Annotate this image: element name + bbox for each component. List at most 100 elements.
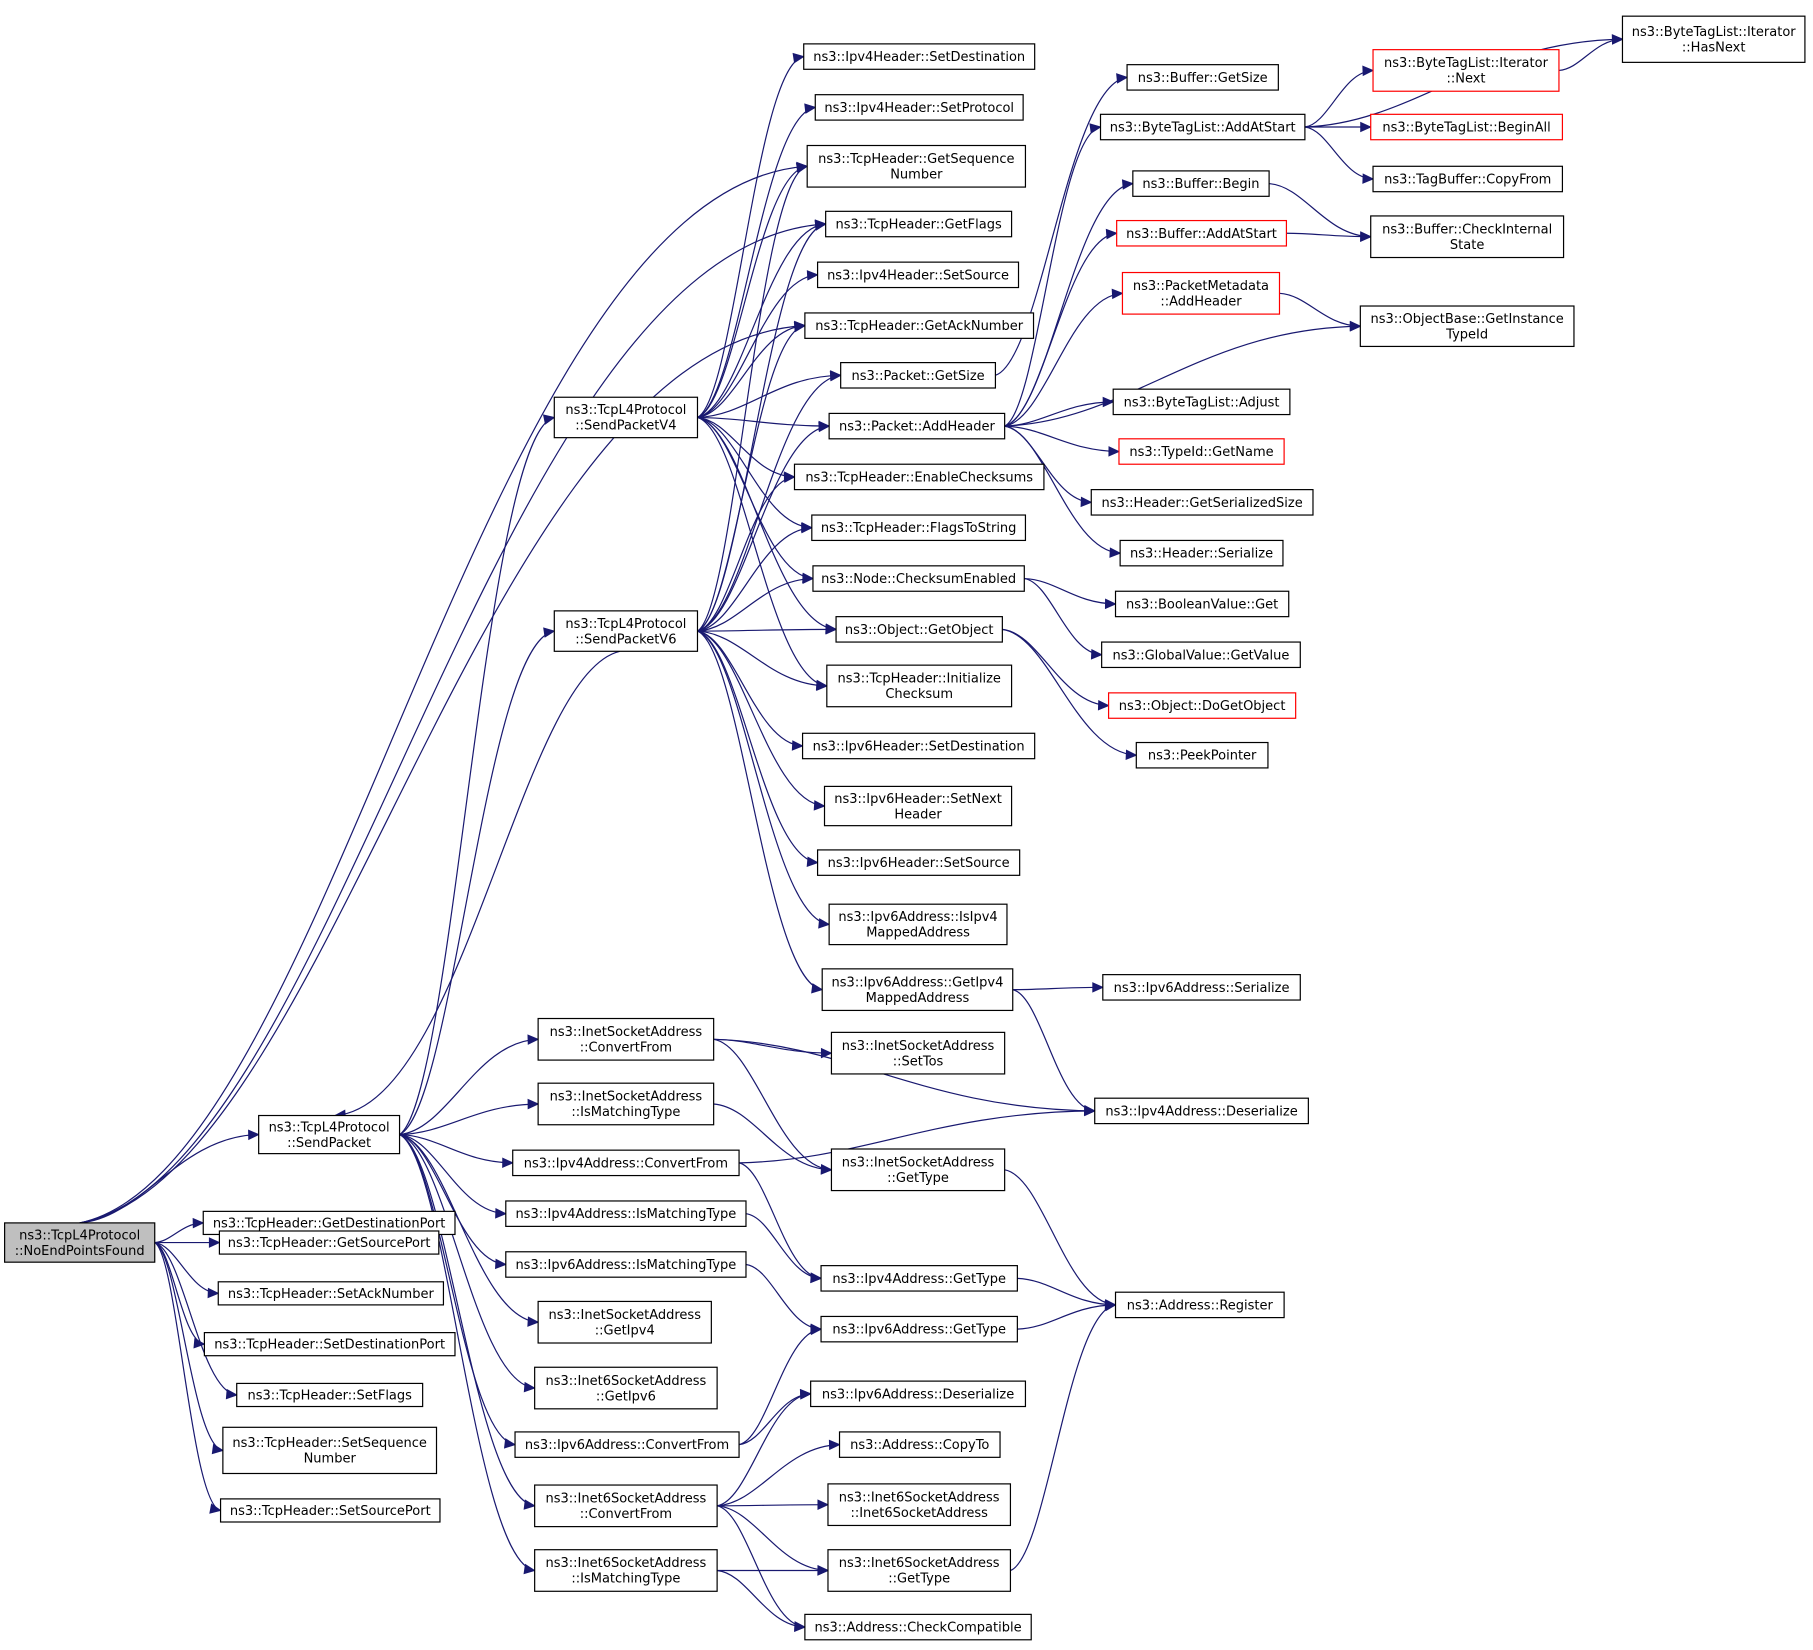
node-bool-get[interactable]: ns3::BooleanValue::Get: [1114, 590, 1290, 618]
node-flags-to-str[interactable]: ns3::TcpHeader::FlagsToString: [811, 514, 1027, 542]
node-addr-register[interactable]: ns3::Address::Register: [1114, 1291, 1285, 1319]
node-pkt-add-header[interactable]: ns3::Packet::AddHeader: [828, 412, 1006, 440]
node-ipv6-is-match[interactable]: ns3::Ipv6Address::IsMatchingType: [505, 1251, 747, 1278]
node-box: [1090, 489, 1314, 516]
node-box: [1121, 271, 1281, 315]
node-set-flags[interactable]: ns3::TcpHeader::SetFlags: [236, 1382, 424, 1408]
node-set-ack-num[interactable]: ns3::TcpHeader::SetAckNumber: [217, 1281, 445, 1306]
node-ipv6-get-type[interactable]: ns3::Ipv6Address::GetType: [820, 1315, 1018, 1343]
edge-sendPacket-to-inetIsMatch: [399, 1098, 540, 1136]
arrowhead-icon: [795, 163, 809, 174]
node-inet6-convert[interactable]: ns3::Inet6SocketAddress::ConvertFrom: [534, 1484, 718, 1528]
node-ipv4-deser[interactable]: ns3::Ipv4Address::Deserialize: [1094, 1097, 1309, 1125]
node-send-v6[interactable]: ns3::TcpL4Protocol::SendPacketV6: [553, 610, 699, 652]
node-get-dest-port[interactable]: ns3::TcpHeader::GetDestinationPort: [202, 1210, 456, 1236]
node-set-dest-port[interactable]: ns3::TcpHeader::SetDestinationPort: [203, 1332, 456, 1357]
node-inet-set-tos[interactable]: ns3::InetSocketAddress::SetTos: [830, 1031, 1006, 1075]
node-label: ns3::GlobalValue::GetValue: [1113, 648, 1290, 663]
node-addr-copy-to[interactable]: ns3::Address::CopyTo: [838, 1431, 1001, 1458]
arrowhead-icon: [783, 472, 796, 483]
node-inet6-get-ipv6[interactable]: ns3::Inet6SocketAddress::GetIpv6: [534, 1366, 718, 1410]
node-pm-add-header[interactable]: ns3::PacketMetadata::AddHeader: [1121, 271, 1281, 315]
node-btl-iter-has-next[interactable]: ns3::ByteTagList::Iterator::HasNext: [1621, 15, 1806, 63]
node-type-id-get-name[interactable]: ns3::TypeId::GetName: [1118, 438, 1285, 465]
node-ipv4-get-type[interactable]: ns3::Ipv4Address::GetType: [820, 1265, 1018, 1292]
node-label: ns3::Ipv4Header::SetDestination: [813, 50, 1025, 65]
node-inet-convert[interactable]: ns3::InetSocketAddress::ConvertFrom: [537, 1017, 715, 1061]
node-ipv6-deser[interactable]: ns3::Ipv6Address::Deserialize: [810, 1380, 1027, 1408]
node-get-flags[interactable]: ns3::TcpHeader::GetFlags: [825, 210, 1013, 238]
node-ipv4-is-match[interactable]: ns3::Ipv4Address::IsMatchingType: [505, 1200, 747, 1227]
node-tag-buf-copy-from[interactable]: ns3::TagBuffer::CopyFrom: [1372, 165, 1564, 193]
node-inet6-is-match[interactable]: ns3::Inet6SocketAddress::IsMatchingType: [534, 1549, 718, 1592]
node-buf-begin[interactable]: ns3::Buffer::Begin: [1132, 170, 1270, 197]
edge-root-to-setFlags: [154, 1241, 238, 1400]
node-btl-iter-next[interactable]: ns3::ByteTagList::Iterator::Next: [1372, 49, 1560, 92]
node-inet-get-type[interactable]: ns3::InetSocketAddress::GetType: [830, 1148, 1006, 1192]
node-box: [505, 1251, 747, 1278]
node-set-src-port[interactable]: ns3::TcpHeader::SetSourcePort: [219, 1498, 441, 1523]
node-box: [820, 1315, 1018, 1343]
node-global-get-value[interactable]: ns3::GlobalValue::GetValue: [1101, 641, 1301, 669]
edge-sendV6-to-getSeqNum: [697, 163, 809, 632]
node-label: ns3::Buffer::GetSize: [1138, 71, 1268, 86]
arrowhead-icon: [1349, 320, 1362, 332]
node-ipv4-set-dest[interactable]: ns3::Ipv4Header::SetDestination: [803, 43, 1036, 70]
arrowhead-icon: [828, 1439, 841, 1451]
node-inet-get-ipv4[interactable]: ns3::InetSocketAddress::GetIpv4: [537, 1300, 712, 1344]
node-inet6-ctor[interactable]: ns3::Inet6SocketAddress::Inet6SocketAddr…: [827, 1483, 1012, 1527]
node-pkt-get-size[interactable]: ns3::Packet::GetSize: [840, 362, 997, 389]
node-label: ns3::Buffer::CheckInternal: [1382, 222, 1552, 237]
node-label: ns3::InetSocketAddress: [842, 1039, 995, 1054]
node-root[interactable]: ns3::TcpL4Protocol::NoEndPointsFound: [4, 1222, 156, 1263]
node-label: ::IsMatchingType: [571, 1572, 680, 1587]
node-buf-add-at-start[interactable]: ns3::Buffer::AddAtStart: [1116, 219, 1288, 247]
node-ipv6-serialize[interactable]: ns3::Ipv6Address::Serialize: [1102, 974, 1301, 1001]
node-ipv6-set-dest[interactable]: ns3::Ipv6Header::SetDestination: [801, 732, 1036, 760]
arrowhead-icon: [1089, 123, 1102, 134]
node-get-object[interactable]: ns3::Object::GetObject: [835, 616, 1003, 643]
node-buf-get-size[interactable]: ns3::Buffer::GetSize: [1126, 64, 1279, 91]
node-get-src-port[interactable]: ns3::TcpHeader::GetSourcePort: [218, 1230, 440, 1255]
node-ipv4-set-src[interactable]: ns3::Ipv4Header::SetSource: [816, 261, 1020, 289]
node-send-packet[interactable]: ns3::TcpL4Protocol::SendPacket: [258, 1114, 401, 1155]
node-peek-pointer[interactable]: ns3::PeekPointer: [1135, 741, 1269, 769]
edge-pktAddHeader-to-pmAddHeader: [1004, 288, 1124, 427]
node-hdr-serialize[interactable]: ns3::Header::Serialize: [1119, 539, 1284, 567]
arrowhead-icon: [1080, 496, 1093, 508]
node-ipv6-set-src[interactable]: ns3::Ipv6Header::SetSource: [816, 849, 1021, 876]
node-inet-is-match[interactable]: ns3::InetSocketAddress::IsMatchingType: [537, 1082, 715, 1126]
node-ipv4-convert[interactable]: ns3::Ipv4Address::ConvertFrom: [512, 1149, 740, 1177]
node-node-chk[interactable]: ns3::Node::ChecksumEnabled: [812, 565, 1025, 592]
node-btl-begin-all[interactable]: ns3::ByteTagList::BeginAll: [1370, 113, 1564, 141]
node-ipv4-set-proto[interactable]: ns3::Ipv4Header::SetProtocol: [814, 94, 1024, 121]
arrowhead-icon: [211, 1443, 225, 1455]
node-box: [810, 1380, 1027, 1408]
node-label: ns3::Ipv4Address::ConvertFrom: [524, 1156, 728, 1171]
node-box: [1126, 64, 1279, 91]
node-box: [828, 412, 1006, 440]
node-ipv6-convert[interactable]: ns3::Ipv6Address::ConvertFrom: [514, 1431, 740, 1458]
arrowhead-icon: [527, 1316, 540, 1327]
node-btl-adjust[interactable]: ns3::ByteTagList::Adjust: [1112, 388, 1291, 416]
node-addr-check-compat[interactable]: ns3::Address::CheckCompatible: [804, 1613, 1032, 1641]
node-send-v4[interactable]: ns3::TcpL4Protocol::SendPacketV4: [553, 396, 699, 439]
node-label: ns3::Buffer::AddAtStart: [1126, 227, 1277, 242]
node-get-ack-num[interactable]: ns3::TcpHeader::GetAckNumber: [804, 312, 1035, 339]
node-label: ns3::Address::CopyTo: [850, 1438, 989, 1453]
arrowhead-icon: [1362, 65, 1375, 77]
node-btl-add-at-start[interactable]: ns3::ByteTagList::AddAtStart: [1099, 113, 1306, 141]
node-inet6-get-type[interactable]: ns3::Inet6SocketAddress::GetType: [827, 1549, 1012, 1592]
node-enable-chk[interactable]: ns3::TcpHeader::EnableChecksums: [793, 463, 1045, 491]
node-do-get-object[interactable]: ns3::Object::DoGetObject: [1107, 692, 1297, 719]
arrowhead-icon: [1360, 231, 1372, 242]
node-hdr-get-ser-size[interactable]: ns3::Header::GetSerializedSize: [1090, 489, 1314, 516]
